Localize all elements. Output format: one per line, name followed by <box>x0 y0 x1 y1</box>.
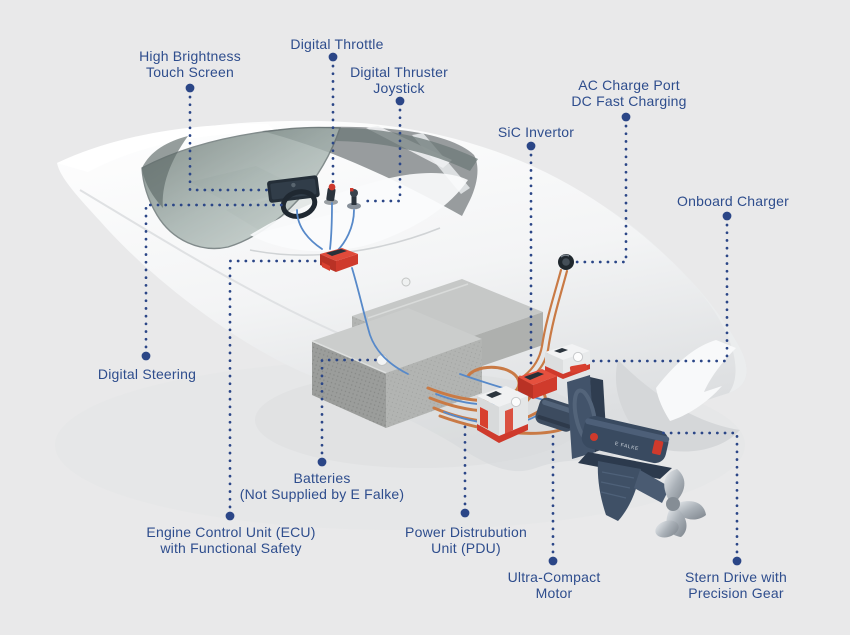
leader-stern-drive <box>655 431 739 554</box>
dot-engine-control-unit <box>225 511 235 521</box>
label-ultra-compact-motor: Ultra-Compact Motor <box>508 569 601 601</box>
ecu-box <box>320 248 358 272</box>
dot-ultra-compact-motor <box>548 556 558 566</box>
dot-ac-charge-port <box>621 112 631 122</box>
label-line: Power Distrubution <box>405 524 527 540</box>
label-line: Motor <box>535 585 573 601</box>
label-line: Digital Throttle <box>290 36 384 52</box>
label-line: Ultra-Compact <box>507 569 601 585</box>
label-line: Digital Thruster <box>350 64 448 80</box>
throttle-lever <box>324 183 338 205</box>
label-batteries: Batteries (Not Supplied by E Falke) <box>240 470 405 502</box>
leader-lines <box>144 64 739 554</box>
windshield-edge-dark <box>142 136 188 208</box>
label-digital-steering: Digital Steering <box>98 366 196 382</box>
leader-high-brightness-touch-screen <box>188 95 272 192</box>
label-line: Batteries <box>293 470 351 486</box>
dot-high-brightness-touch-screen <box>185 83 195 93</box>
dot-stern-drive <box>732 556 742 566</box>
label-line: Digital Steering <box>97 366 197 382</box>
dot-onboard-charger <box>722 211 732 221</box>
label-line: Unit (PDU) <box>431 540 501 556</box>
ultra-compact-motor-unit <box>535 397 578 432</box>
label-line: Engine Control Unit (ECU) <box>146 524 316 540</box>
label-line: Joystick <box>373 80 425 96</box>
sic-inverter-box <box>518 369 557 399</box>
leader-dots <box>141 52 742 566</box>
propeller <box>634 469 706 538</box>
dot-sic-invertor <box>526 141 536 151</box>
label-line: Precision Gear <box>688 585 784 601</box>
dot-digital-throttle <box>328 52 338 62</box>
dot-digital-steering <box>141 351 151 361</box>
drive-badge-text: E FALKE <box>614 441 639 452</box>
label-line: Onboard Charger <box>677 193 789 209</box>
leader-ac-charge-port <box>574 124 628 264</box>
leader-digital-steering <box>144 203 290 349</box>
dot-batteries <box>317 457 327 467</box>
label-onboard-charger: Onboard Charger <box>677 193 789 209</box>
windshield-glass <box>141 126 341 250</box>
bow-deck-highlight <box>57 123 276 172</box>
label-line: SiC Invertor <box>497 124 575 140</box>
label-digital-thruster-joystick: Digital Thruster Joystick <box>350 64 448 96</box>
onboard-charger-box <box>545 344 590 379</box>
label-line: Stern Drive with <box>684 569 788 585</box>
charge-port-cables <box>522 268 569 378</box>
label-line: Touch Screen <box>145 64 235 80</box>
ecu-wire <box>351 267 409 375</box>
drive-fin <box>597 461 641 521</box>
label-line: High Brightness <box>139 48 241 64</box>
ac-charge-port-connector <box>558 254 574 270</box>
label-high-brightness-touch-screen: High Brightness Touch Screen <box>139 48 241 80</box>
label-line: with Functional Safety <box>160 540 302 556</box>
leader-digital-thruster-joystick <box>360 108 402 203</box>
dot-power-distribution-unit <box>460 508 470 518</box>
label-ac-charge-port: AC Charge Port DC Fast Charging <box>571 77 686 109</box>
label-engine-control-unit: Engine Control Unit (ECU) with Functiona… <box>146 524 315 556</box>
label-sic-invertor: SiC Invertor <box>498 124 574 140</box>
label-stern-drive: Stern Drive with Precision Gear <box>685 569 787 601</box>
thruster-joystick <box>347 188 361 210</box>
label-line: AC Charge Port <box>578 77 680 93</box>
pdu-box <box>477 386 528 443</box>
leader-onboard-charger <box>590 223 729 363</box>
label-line: (Not Supplied by E Falke) <box>239 486 405 502</box>
label-power-distribution-unit: Power Distrubution Unit (PDU) <box>405 524 527 556</box>
helm-wiring <box>296 202 355 252</box>
touch-screen <box>267 175 320 203</box>
dot-digital-thruster-joystick <box>395 96 405 106</box>
leader-engine-control-unit <box>228 259 321 509</box>
label-line: DC Fast Charging <box>571 93 687 109</box>
stern-drive-unit: E FALKE <box>567 363 706 538</box>
label-digital-throttle: Digital Throttle <box>290 36 383 52</box>
leader-batteries <box>320 358 379 455</box>
windshield-rim <box>336 128 478 171</box>
steering-wheel <box>280 189 318 219</box>
battery-box-front <box>311 308 482 428</box>
